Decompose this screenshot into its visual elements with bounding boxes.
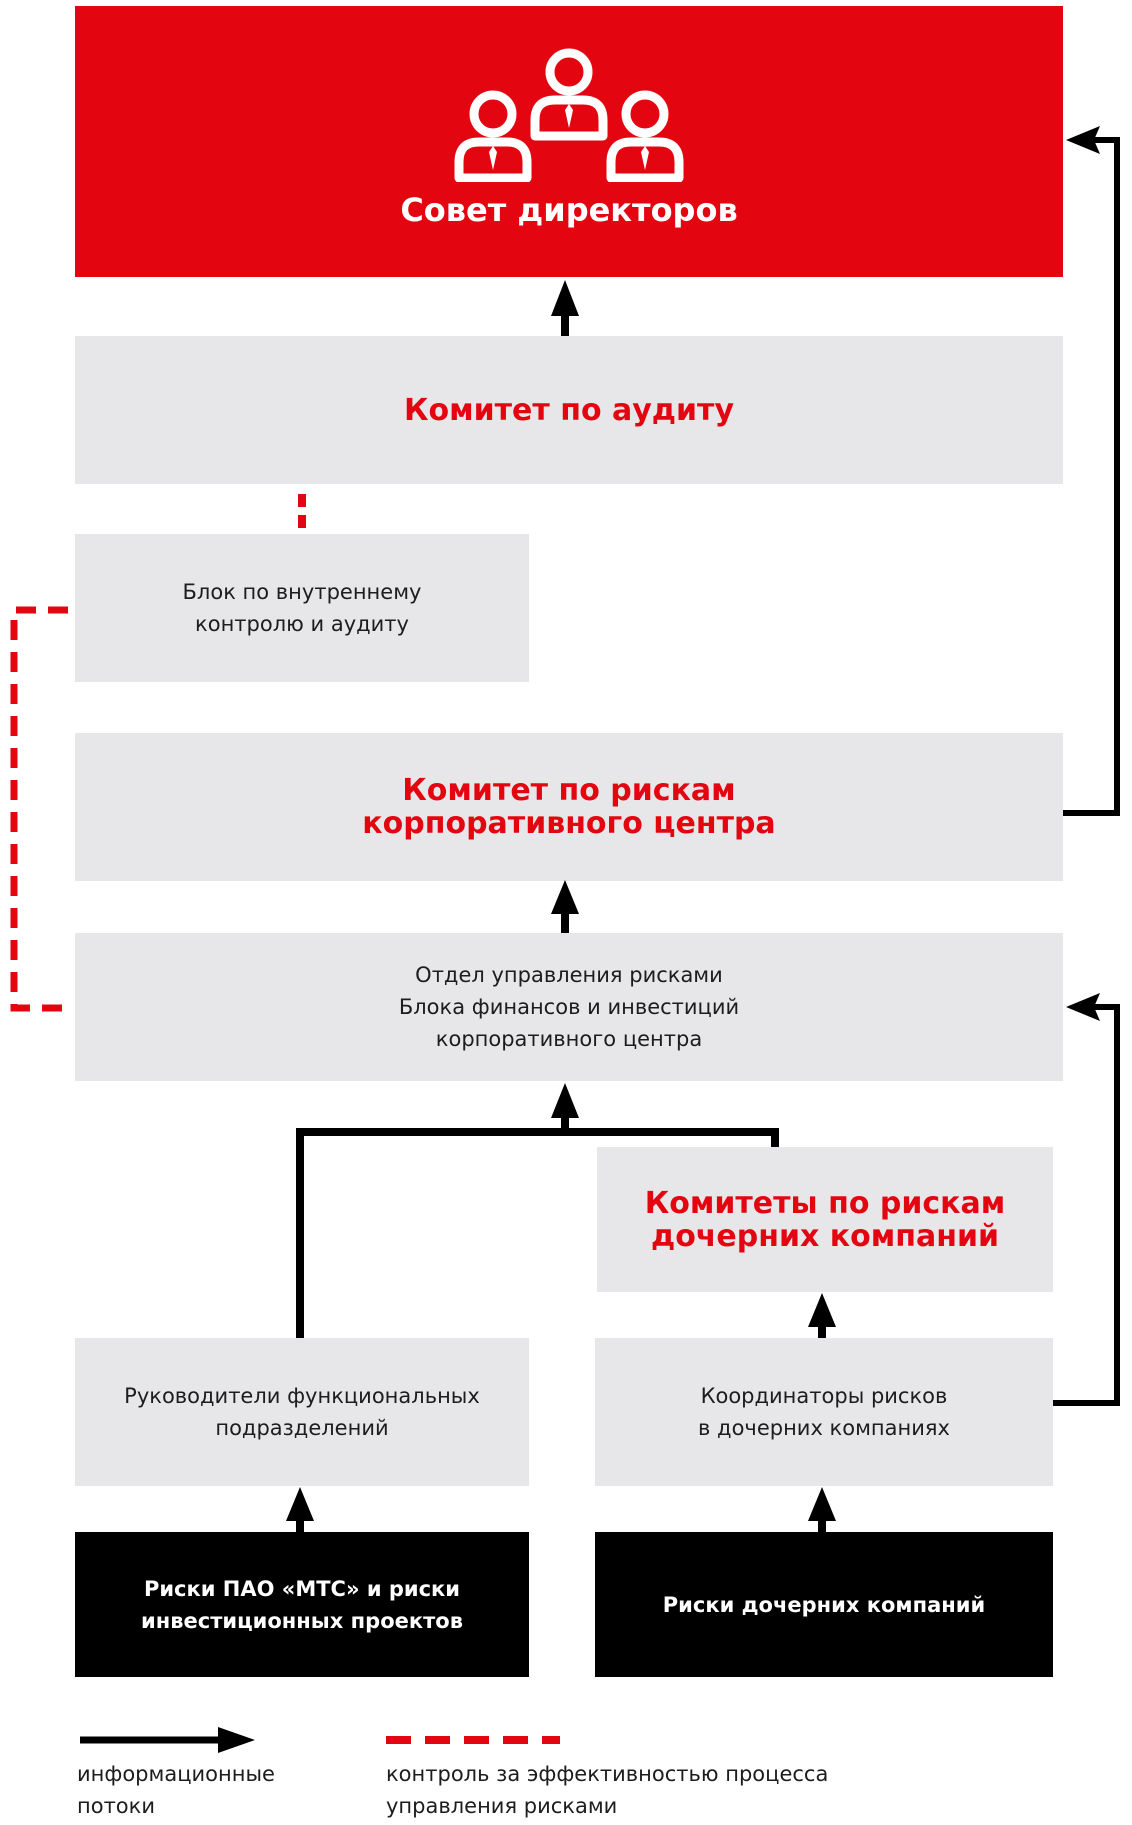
legend-info-arrow <box>80 1727 255 1753</box>
arrow-mts-risks-to-heads <box>286 1487 314 1532</box>
mts-risks-text: Риски ПАО «МТС» и риски инвестиционных п… <box>140 1576 463 1633</box>
risk-department-text: Отдел управления рисками Блока финансов … <box>398 963 740 1051</box>
arrow-committee-to-board <box>1063 126 1120 816</box>
legend-control-label: контроль за эффективностью процесса упра… <box>386 1762 829 1818</box>
functional-heads-text: Руководители функциональных подразделени… <box>124 1384 480 1440</box>
people-icon <box>454 48 684 182</box>
arrow-coordinators-to-committees <box>808 1293 836 1338</box>
board-title: Совет директоров <box>400 191 738 229</box>
internal-audit-text: Блок по внутреннему контролю и аудиту <box>182 580 422 636</box>
control-internal-audit-to-department <box>10 606 68 1012</box>
subsidiary-coordinators-text: Координаторы рисков в дочерних компаниях <box>698 1384 950 1440</box>
risk-committee-cc-title: Комитет по рискам корпоративного центра <box>362 773 776 841</box>
subsidiary-coordinators-box: Координаторы рисков в дочерних компаниях <box>595 1338 1053 1486</box>
board-of-directors-box: Совет директоров <box>75 6 1063 277</box>
internal-audit-box: Блок по внутреннему контролю и аудиту <box>75 534 529 682</box>
subsidiary-committees-box: Комитеты по рискам дочерних компаний <box>597 1147 1053 1292</box>
arrow-subsidiary-risks-to-coordinators <box>808 1487 836 1532</box>
functional-heads-box: Руководители функциональных подразделени… <box>75 1338 529 1486</box>
mts-risks-box: Риски ПАО «МТС» и риски инвестиционных п… <box>75 1532 529 1677</box>
audit-committee-box: Комитет по аудиту <box>75 336 1063 484</box>
legend-info-flows-label: информационные потоки <box>77 1762 275 1818</box>
risk-committee-cc-box: Комитет по рискам корпоративного центра <box>75 733 1063 881</box>
arrow-audit-to-board <box>551 280 579 336</box>
arrow-department-to-committee <box>551 880 579 933</box>
audit-committee-title: Комитет по аудиту <box>403 392 734 428</box>
subsidiary-committees-title: Комитеты по рискам дочерних компаний <box>644 1185 1006 1254</box>
risk-department-box: Отдел управления рисками Блока финансов … <box>75 933 1063 1081</box>
subsidiary-risks-text: Риски дочерних компаний <box>662 1592 986 1617</box>
subsidiary-risks-box: Риски дочерних компаний <box>595 1532 1053 1677</box>
